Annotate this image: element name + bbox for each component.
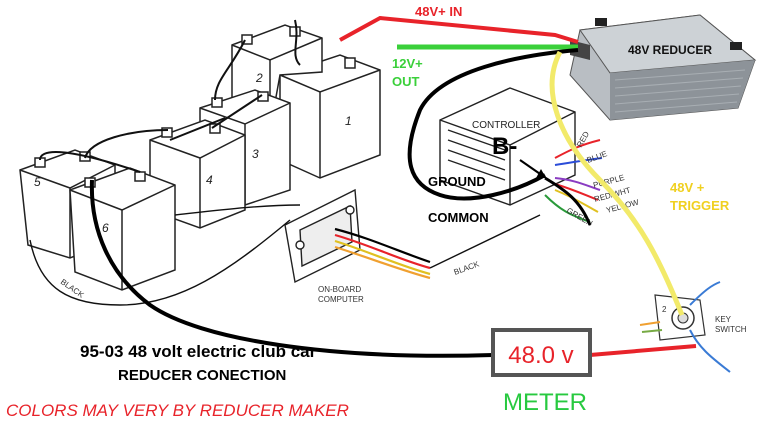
onboard-computer-label-2: COMPUTER [318,295,364,304]
onboard-computer [284,188,361,284]
label-trigger-2: TRIGGER [670,198,730,213]
label-ground: GROUND [428,174,486,189]
wire-ground [407,48,579,201]
reducer-box [569,14,757,121]
key-switch-label-2: SWITCH [715,325,747,334]
key-switch-label-1: KEY [715,315,732,324]
wire-label-blue: BLUE [586,149,609,165]
title-line-1: 95-03 48 volt electric club car [80,342,317,361]
controller-label: CONTROLLER [472,120,540,131]
wire-meter-positive [589,344,697,357]
label-48v-in: 48V+ IN [415,4,462,19]
key-switch [639,281,731,373]
battery-number-5: 5 [34,175,41,189]
wire-common-stub [544,176,592,226]
onboard-computer-label-1: ON-BOARD [318,285,361,294]
wire-label-red: RED [575,130,591,149]
label-common: COMMON [428,210,489,225]
warning-text: COLORS MAY VERY BY REDUCER MAKER [6,401,349,420]
title-line-2: REDUCER CONECTION [118,367,286,384]
battery-number-4: 4 [206,173,213,187]
meter-reading: 48.0 v [508,342,573,369]
battery-number-6: 6 [102,221,109,235]
battery-number-2: 2 [255,71,263,85]
computer-harness [334,227,431,280]
wire-48v-trigger [549,50,685,316]
battery-numbers: 1 2 3 4 5 6 [34,71,352,235]
wire-48v-in [339,15,579,44]
black-wire-label-right: BLACK [453,259,481,277]
label-trigger-1: 48V + [670,180,705,195]
battery-jumpers [39,19,301,173]
battery-number-3: 3 [252,147,259,161]
battery-1 [279,54,381,179]
meter-display [491,328,592,377]
reducer-label: 48V REDUCER [628,43,712,57]
thin-harness [29,204,541,306]
label-12v-out-2: OUT [392,74,420,89]
label-12v-out-1: 12V+ [392,56,423,71]
battery-6 [69,167,176,291]
key-switch-terminal: 2 [662,305,667,314]
black-wire-label-left: BLACK [59,277,86,300]
wire-meter-negative [89,179,494,358]
battery-number-1: 1 [345,114,352,128]
meter-label: METER [503,389,587,416]
label-b-minus: B- [492,133,517,160]
